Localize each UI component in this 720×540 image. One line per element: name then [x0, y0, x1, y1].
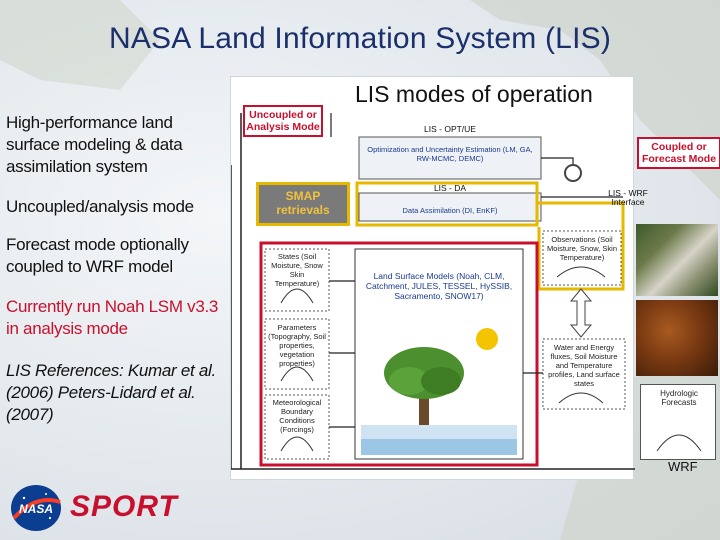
opt-ue-label: LIS - OPT/UE: [424, 124, 476, 134]
met-forcing-label: Meteorological Boundary Conditions (Forc…: [272, 398, 322, 434]
wrf-label: WRF: [668, 459, 698, 474]
hydrologic-forecasts-box: Hydrologic Forecasts: [640, 384, 716, 460]
states-label: States (Soil Moisture, Snow Skin Tempera…: [271, 252, 323, 288]
nasa-meatball-icon: NASA: [11, 485, 61, 531]
nasa-sport-logo: NASA SPORT: [10, 484, 180, 532]
lsm-label: Land Surface Models (Noah, CLM, Catchmen…: [365, 271, 513, 301]
satellite-image-1: [636, 224, 718, 296]
parameters-label: Parameters (Topography, Soil properties,…: [268, 323, 326, 368]
hydrologic-forecasts-label: Hydrologic Forecasts: [660, 389, 698, 407]
opt-box-label: Optimization and Uncertainty Estimation …: [367, 145, 533, 163]
satellite-image-2: [636, 300, 718, 376]
water-energy-label: Water and Energy fluxes, Soil Moisture a…: [548, 343, 620, 388]
bullet-forecast-mode: Forecast mode optionally coupled to WRF …: [6, 235, 189, 276]
smap-retrievals-label: SMAP retrievals: [256, 182, 350, 226]
uncoupled-mode-label: Uncoupled or Analysis Mode: [243, 105, 323, 137]
wrf-interface-label: LIS - WRF Interface: [608, 188, 648, 207]
bullet-noah-lsm: Currently run Noah LSM v3.3 in analysis …: [6, 297, 219, 338]
observations-label: Observations (Soil Moisture, Snow, Skin …: [546, 235, 618, 262]
bullet-references: LIS References: Kumar et al. (2006) Pete…: [6, 361, 216, 424]
da-box-label: Data Assimilation (DI, EnKF): [402, 206, 498, 215]
bullet-list: High-performance land surface modeling &…: [6, 112, 228, 440]
da-label: LIS - DA: [433, 183, 467, 193]
lis-diagram: LIS modes of operation Uncoupled or Anal…: [230, 76, 720, 480]
bullet-lis-system: High-performance land surface modeling &…: [6, 113, 183, 176]
coupled-mode-label: Coupled or Forecast Mode: [637, 137, 720, 169]
bullet-uncoupled: Uncoupled/analysis mode: [6, 197, 194, 216]
diagram-lines: [231, 113, 635, 470]
diagram-title: LIS modes of operation: [355, 81, 593, 107]
slide-title: NASA Land Information System (LIS): [108, 22, 612, 55]
sport-logo-text: SPORT: [70, 490, 178, 523]
hydrologic-curve: [656, 434, 702, 452]
nasa-logo-text: NASA: [19, 502, 53, 516]
cycle-icon: [564, 164, 582, 182]
